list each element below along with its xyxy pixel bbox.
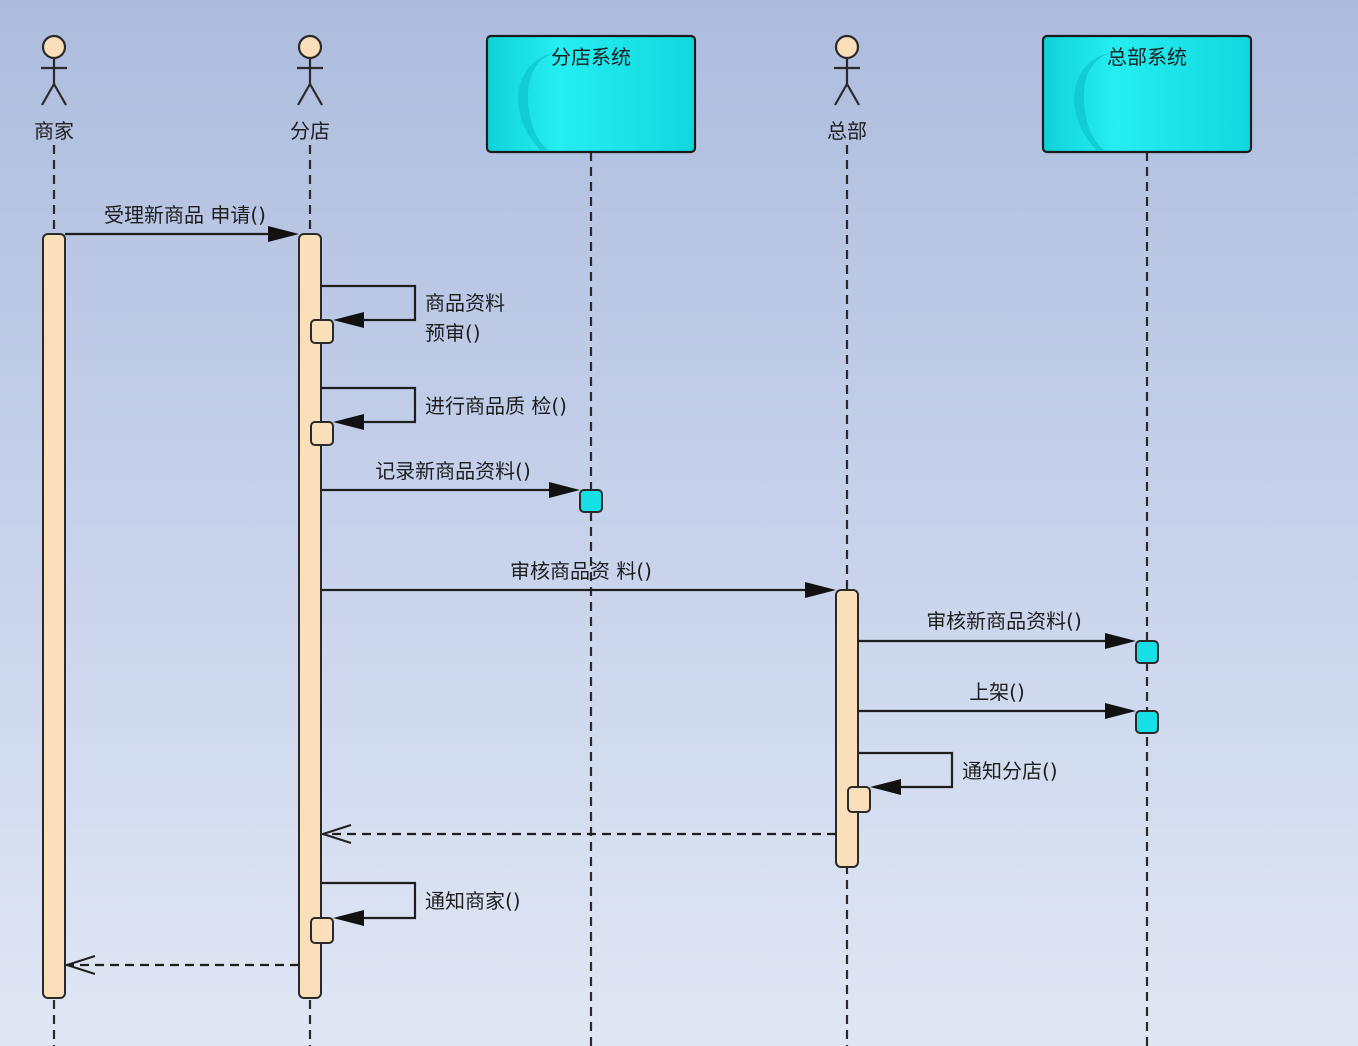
system-activation <box>579 489 603 513</box>
message-put-on-shelf[interactable]: 上架() <box>858 680 1159 734</box>
self-activation <box>847 786 871 813</box>
arrow-head <box>549 482 580 498</box>
message-review-new-product[interactable]: 审核新商品资料() <box>858 609 1159 664</box>
message-accept-new-product[interactable]: 受理新商品 申请() <box>65 203 299 242</box>
message-self-notify-merchant[interactable]: 通知商家() <box>310 881 521 944</box>
actor-icon <box>297 34 323 106</box>
self-activation <box>310 421 334 446</box>
message-record-new-product[interactable]: 记录新商品资料() <box>321 459 603 513</box>
message-self-notify-branch[interactable]: 通知分店() <box>847 751 1058 813</box>
message-label: 商品资料 预审() <box>425 291 511 345</box>
message-label: 通知分店() <box>962 759 1058 783</box>
arrow-head <box>333 312 364 328</box>
participant-hq-system[interactable]: 总部系统 <box>1041 34 1253 154</box>
arrow-head <box>333 910 364 926</box>
system-activation <box>1135 640 1159 664</box>
participant-label-hq-system: 总部系统 <box>1107 45 1187 69</box>
arrow-head <box>805 582 836 598</box>
message-return-to-merchant[interactable] <box>63 955 299 975</box>
message-self-quality-check[interactable]: 进行商品质 检() <box>310 386 567 446</box>
message-label: 进行商品质 检() <box>425 394 567 418</box>
activation-hq <box>835 589 859 868</box>
participant-label-branch-system: 分店系统 <box>551 45 631 69</box>
participant-hq[interactable]: 总部 <box>827 34 867 143</box>
message-label: 受理新商品 申请() <box>104 203 266 227</box>
actor-icon <box>834 34 860 106</box>
arrow-head <box>268 226 299 242</box>
message-return-to-branch[interactable] <box>319 824 836 844</box>
activation-branch <box>298 233 322 999</box>
arrow-head <box>870 779 901 795</box>
arrow-head <box>1105 633 1136 649</box>
arrow-head <box>1105 703 1136 719</box>
message-label: 通知商家() <box>425 889 521 913</box>
participant-branch[interactable]: 分店 <box>290 34 330 143</box>
self-activation <box>310 917 334 944</box>
system-box <box>1041 34 1253 154</box>
message-label: 审核新商品资料() <box>926 609 1082 633</box>
message-label: 审核商品资 料() <box>510 559 652 583</box>
system-box-shine <box>1073 52 1112 150</box>
self-activation <box>310 319 334 344</box>
participant-label-branch: 分店 <box>290 119 330 143</box>
system-box <box>485 34 697 154</box>
system-activation <box>1135 710 1159 734</box>
message-label: 上架() <box>969 680 1025 704</box>
message-review-product[interactable]: 审核商品资 料() <box>321 559 836 598</box>
open-arrow-head <box>63 955 96 975</box>
message-label-line-1: 商品资料 <box>425 291 505 315</box>
actor-icon <box>41 34 67 106</box>
participant-merchant[interactable]: 商家 <box>34 34 74 143</box>
participant-label-hq: 总部 <box>827 119 867 143</box>
open-arrow-head <box>319 824 352 844</box>
activation-merchant <box>42 233 66 999</box>
arrow-head <box>333 414 364 430</box>
message-label-line-2: 预审() <box>425 321 481 345</box>
system-box-shine <box>517 52 556 150</box>
message-label: 记录新商品资料() <box>375 459 531 483</box>
participant-branch-system[interactable]: 分店系统 <box>485 34 697 154</box>
message-self-pre-review[interactable]: 商品资料 预审() <box>310 284 511 345</box>
participant-label-merchant: 商家 <box>34 119 74 143</box>
